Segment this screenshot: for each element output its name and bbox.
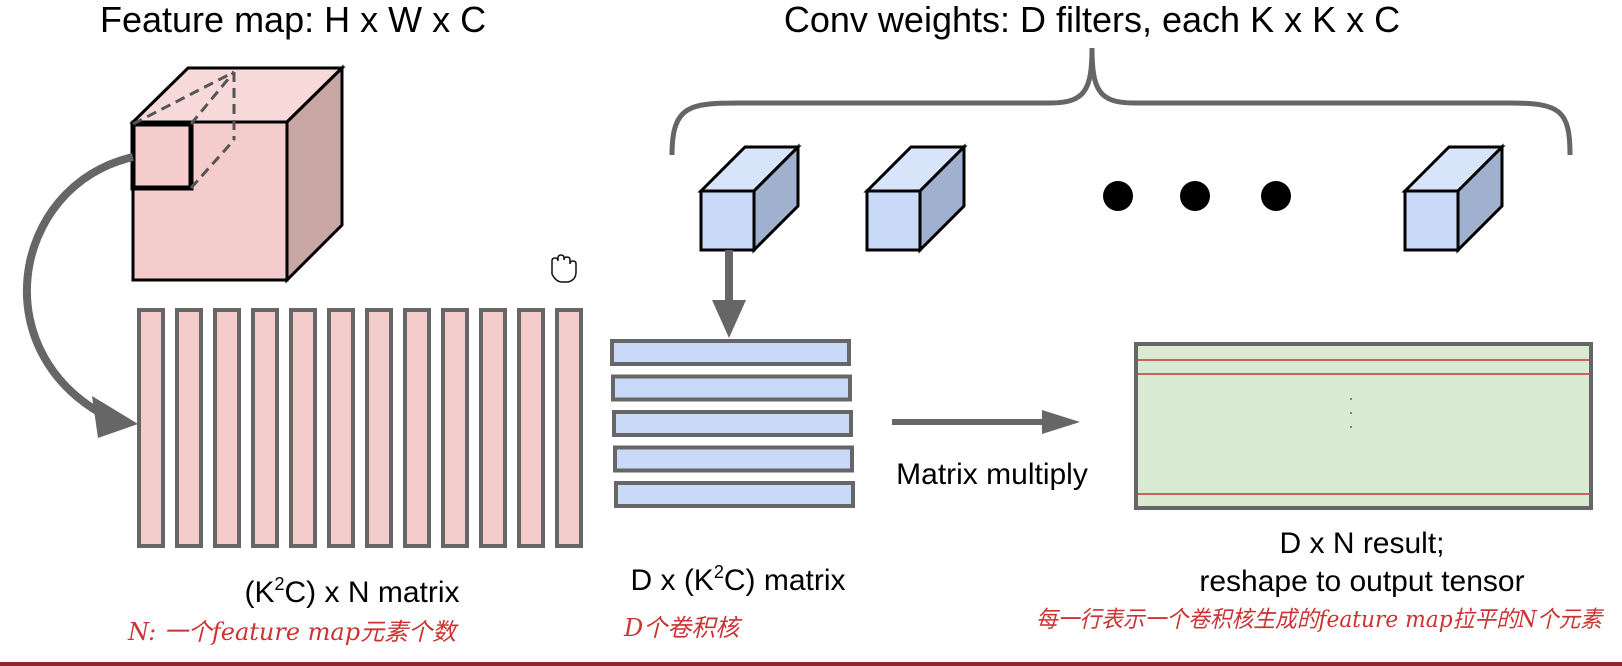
result-label-line1: D x N result; xyxy=(1279,527,1444,560)
curved-arrow-head xyxy=(92,396,138,438)
filter-matrix-row xyxy=(611,374,852,402)
grab-cursor-icon xyxy=(551,254,577,283)
annotation-result: 每一行表示一个卷积核生成的feature map拉平的N个元素 xyxy=(1036,607,1605,633)
filter-cube-1 xyxy=(697,143,802,254)
col-matrix-column xyxy=(479,308,507,548)
filter-matrix-row xyxy=(614,481,855,508)
feature-map-cube xyxy=(129,64,346,284)
multiply-arrow-head xyxy=(1042,410,1080,434)
filter-matrix-row xyxy=(613,445,854,473)
col-matrix-column xyxy=(213,308,241,548)
col-matrix-column xyxy=(555,308,583,548)
cube-front-face xyxy=(131,120,289,282)
filter-matrix-rows xyxy=(610,339,855,508)
conv-weights-title: Conv weights: D filters, each K x K x C xyxy=(784,0,1400,40)
col-matrix-label: (K2C) x N matrix xyxy=(244,574,459,609)
annotation-n: N: 一个feature map元素个数 xyxy=(127,618,459,646)
col-matrix-column xyxy=(175,308,203,548)
im2col-curved-arrow xyxy=(22,153,134,426)
filter-matrix-label: D x (K2C) matrix xyxy=(630,562,845,597)
col-matrix-column xyxy=(251,308,279,548)
col-matrix-column xyxy=(403,308,431,548)
result-matrix xyxy=(1134,342,1593,510)
result-label-line2: reshape to output tensor xyxy=(1199,565,1524,598)
col-matrix-column xyxy=(517,308,545,548)
receptive-field-depth xyxy=(132,70,236,190)
filters-brace xyxy=(669,47,1573,156)
filter-cube-2 xyxy=(863,143,968,254)
col-matrix-columns xyxy=(137,308,583,548)
col-matrix-column xyxy=(441,308,469,548)
matrix-multiply-label: Matrix multiply xyxy=(896,458,1088,491)
annotation-d: D个卷积核 xyxy=(623,614,743,642)
ellipsis-dots xyxy=(1103,181,1291,211)
result-matrix-body xyxy=(1134,342,1593,510)
filter-matrix-row xyxy=(610,339,851,366)
col-matrix-column xyxy=(365,308,393,548)
col-matrix-column xyxy=(327,308,355,548)
feature-map-title: Feature map: H x W x C xyxy=(100,0,486,40)
filter-cube-last xyxy=(1401,143,1506,254)
receptive-field-window xyxy=(130,121,194,191)
ellipsis-dot xyxy=(1103,181,1133,211)
filter-down-arrow-head xyxy=(712,300,746,338)
ellipsis-dot xyxy=(1261,181,1291,211)
col-matrix-column xyxy=(289,308,317,548)
filter-matrix-row xyxy=(612,410,853,437)
ellipsis-dot xyxy=(1180,181,1210,211)
col-matrix-column xyxy=(137,308,165,548)
